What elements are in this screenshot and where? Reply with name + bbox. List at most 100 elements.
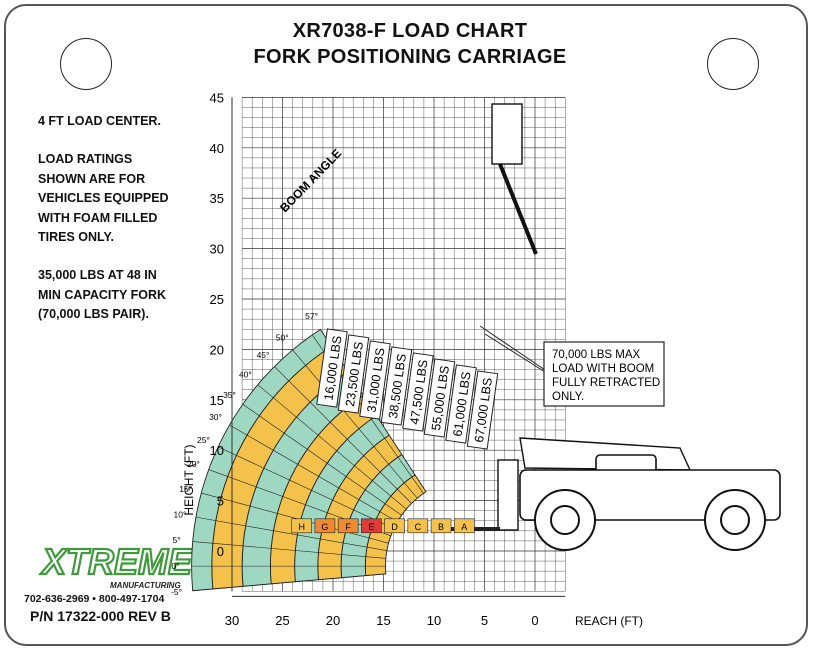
boom-angle-label: -5°	[171, 587, 182, 597]
capacity-line: 35,000 LBS AT 48 IN	[38, 268, 157, 282]
angle-line	[274, 366, 412, 504]
y-tick-label: 10	[210, 443, 224, 458]
angle-line	[229, 424, 398, 523]
zone-cell	[384, 518, 405, 534]
capacity-label: 16,000 LBS	[316, 328, 348, 408]
y-tick-label: 0	[217, 544, 224, 559]
boom-angle-label: 45°	[257, 350, 270, 360]
ratings-line: SHOWN ARE FOR	[38, 171, 146, 186]
zone-cell	[453, 518, 475, 534]
callout-leader	[484, 333, 546, 373]
zone-letter: H	[298, 522, 305, 532]
boom-angle-label: 0°	[171, 561, 179, 571]
telehandler-hub	[550, 505, 580, 535]
x-tick-label: 20	[326, 613, 340, 628]
chart-labels: ABCDEFGH57°50°45°40°35°30°25°20°15°10°5°…	[171, 146, 665, 597]
angle-line	[192, 541, 386, 559]
zone-letter: B	[438, 522, 444, 532]
capacity-box	[445, 364, 477, 444]
zone-letter: D	[391, 522, 398, 532]
capacity-note: 35,000 LBS AT 48 IN MIN CAPACITY FORK (7…	[38, 266, 218, 325]
capacity-box	[316, 328, 348, 408]
capacity-label: 55,000 LBS	[423, 358, 456, 438]
phone-numbers: 702-636-2969 • 800-497-1704	[24, 593, 165, 605]
angle-line	[217, 446, 394, 529]
capacity-label: 67,000 LBS	[466, 370, 499, 450]
callout-box	[543, 341, 665, 407]
carriage-raised	[491, 103, 523, 165]
zone-cell	[407, 518, 429, 534]
ratings-line: WITH FOAM FILLED	[38, 210, 158, 225]
capacity-label: 61,000 LBS	[445, 364, 477, 444]
angle-line	[242, 403, 402, 516]
ratings-line: LOAD RATINGS	[38, 152, 133, 166]
capacity-box	[359, 340, 391, 420]
part-number: P/N 17322-000 REV B	[30, 608, 171, 624]
mounting-hole-right	[707, 38, 759, 90]
capacity-line: MIN CAPACITY FORK	[38, 287, 167, 302]
y-tick-label: 35	[210, 191, 224, 206]
zone-cell	[291, 518, 312, 534]
load-center-note: 4 FT LOAD CENTER.	[38, 114, 161, 128]
capacity-box	[423, 358, 456, 438]
callout-text: FULLY RETRACTED	[552, 377, 660, 389]
capacity-label: 47,500 LBS	[402, 352, 434, 432]
capacity-box	[402, 352, 434, 432]
ratings-line: TIRES ONLY.	[38, 230, 114, 244]
y-tick-label: 40	[210, 141, 224, 156]
y-tick-label: 15	[210, 393, 224, 408]
logo-subtext: MANUFACTURING	[110, 581, 181, 590]
angle-line	[292, 349, 418, 499]
telehandler-illustration	[440, 103, 781, 551]
capacity-box	[380, 346, 413, 426]
angle-line	[192, 573, 386, 592]
chart-subtitle: FORK POSITIONING CARRIAGE	[253, 46, 567, 68]
capacity-label: 31,000 LBS	[359, 340, 391, 420]
zone-letter: A	[461, 522, 467, 532]
zone-cell	[430, 518, 452, 534]
zone-letter: F	[345, 522, 351, 532]
capacity-box	[466, 370, 499, 450]
y-tick-label: 30	[210, 242, 224, 257]
boom-angle-title: BOOM ANGLE	[277, 146, 344, 215]
logo-text: XTREME	[40, 541, 193, 582]
capacity-line: (70,000 LBS PAIR).	[38, 307, 149, 321]
boom-angle-label: 40°	[239, 369, 252, 379]
mounting-hole-left	[60, 38, 112, 90]
callout-text: ONLY.	[552, 391, 584, 403]
fork-carriage	[497, 459, 519, 531]
x-tick-label: 10	[427, 613, 441, 628]
zone-cell	[314, 518, 336, 534]
capacity-box	[337, 334, 370, 414]
x-axis-title: REACH (FT)	[575, 614, 643, 628]
xtreme-logo: XTREME MANUFACTURING	[39, 540, 194, 590]
boom-angle-label: 30°	[209, 412, 222, 422]
load-chart-card	[4, 4, 808, 646]
boom-angle-label: 57°	[305, 311, 318, 321]
x-tick-label: 25	[275, 613, 289, 628]
boom-angle-label: 20°	[187, 459, 200, 469]
boom-outline	[498, 163, 538, 255]
x-tick-label: 15	[376, 613, 390, 628]
angle-line	[257, 384, 407, 510]
angle-line	[208, 469, 391, 537]
chart-title: XR7038-F LOAD CHART	[292, 20, 528, 42]
boom-angle-label: 35°	[223, 390, 236, 400]
y-tick-label: 5	[217, 494, 224, 509]
capacity-label: 23,500 LBS	[337, 334, 370, 414]
callout-text: 70,000 LBS MAX	[552, 349, 641, 361]
x-tick-label: 30	[225, 613, 239, 628]
zone-cell	[361, 518, 382, 534]
y-tick-label: 20	[210, 342, 224, 357]
zone-letter: E	[368, 522, 374, 532]
boom-angle-label: 15°	[179, 484, 192, 494]
ratings-line: VEHICLES EQUIPPED	[38, 191, 169, 205]
boom-angle-label: 50°	[276, 333, 289, 343]
boom-angle-label: 25°	[197, 435, 210, 445]
ratings-note: LOAD RATINGS SHOWN ARE FOR VEHICLES EQUI…	[38, 150, 218, 248]
x-tick-label: 0	[531, 613, 538, 628]
callout-text: LOAD WITH BOOM	[552, 363, 654, 375]
x-tick-label: 5	[481, 613, 488, 628]
